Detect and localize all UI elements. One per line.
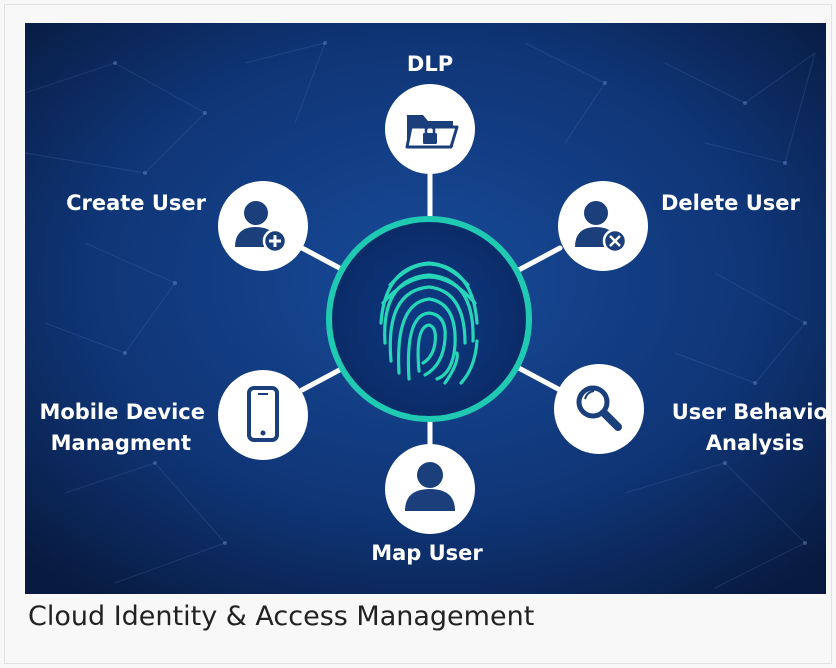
user-remove-icon <box>575 201 628 254</box>
connector-mobile <box>299 363 350 393</box>
label-dlp: DLP <box>407 52 453 76</box>
label-mobile-line2: Managment <box>51 431 191 455</box>
identity-diagram: DLP Create User <box>25 23 826 594</box>
node-mobile-circle <box>218 370 308 460</box>
center-ring <box>326 216 532 422</box>
magnifier-icon <box>576 385 622 431</box>
connector-delete-user <box>512 245 563 275</box>
node-create-user-circle <box>218 181 308 271</box>
node-delete-user: Delete User <box>558 181 801 271</box>
connectors <box>299 171 563 466</box>
label-delete-user: Delete User <box>661 191 801 215</box>
locked-folder-icon <box>405 115 459 149</box>
node-behavior: User Behavior Analysis <box>554 364 826 455</box>
label-map-user: Map User <box>371 541 483 565</box>
node-mobile: Mobile Device Managment <box>39 370 308 460</box>
node-map-user: Map User <box>371 444 483 565</box>
center-node <box>326 216 532 422</box>
user-icon <box>405 462 455 511</box>
figure-caption: Cloud Identity & Access Management <box>28 601 535 632</box>
figure-frame: DLP Create User <box>4 4 832 664</box>
fingerprint-icon <box>379 261 479 385</box>
connector-behavior <box>512 363 563 393</box>
label-behavior-line2: Analysis <box>706 431 804 455</box>
node-delete-user-circle <box>558 181 648 271</box>
user-add-icon <box>235 201 288 254</box>
label-mobile-line1: Mobile Device <box>39 400 205 424</box>
network-nodes <box>113 41 807 545</box>
connector-create-user <box>299 245 350 275</box>
node-dlp: DLP <box>385 52 475 174</box>
diagram-image: DLP Create User <box>25 23 826 594</box>
label-behavior-line1: User Behavior <box>672 400 826 424</box>
network-pattern <box>25 42 816 589</box>
label-create-user: Create User <box>66 191 207 215</box>
node-create-user: Create User <box>66 181 308 271</box>
smartphone-icon <box>247 386 279 442</box>
